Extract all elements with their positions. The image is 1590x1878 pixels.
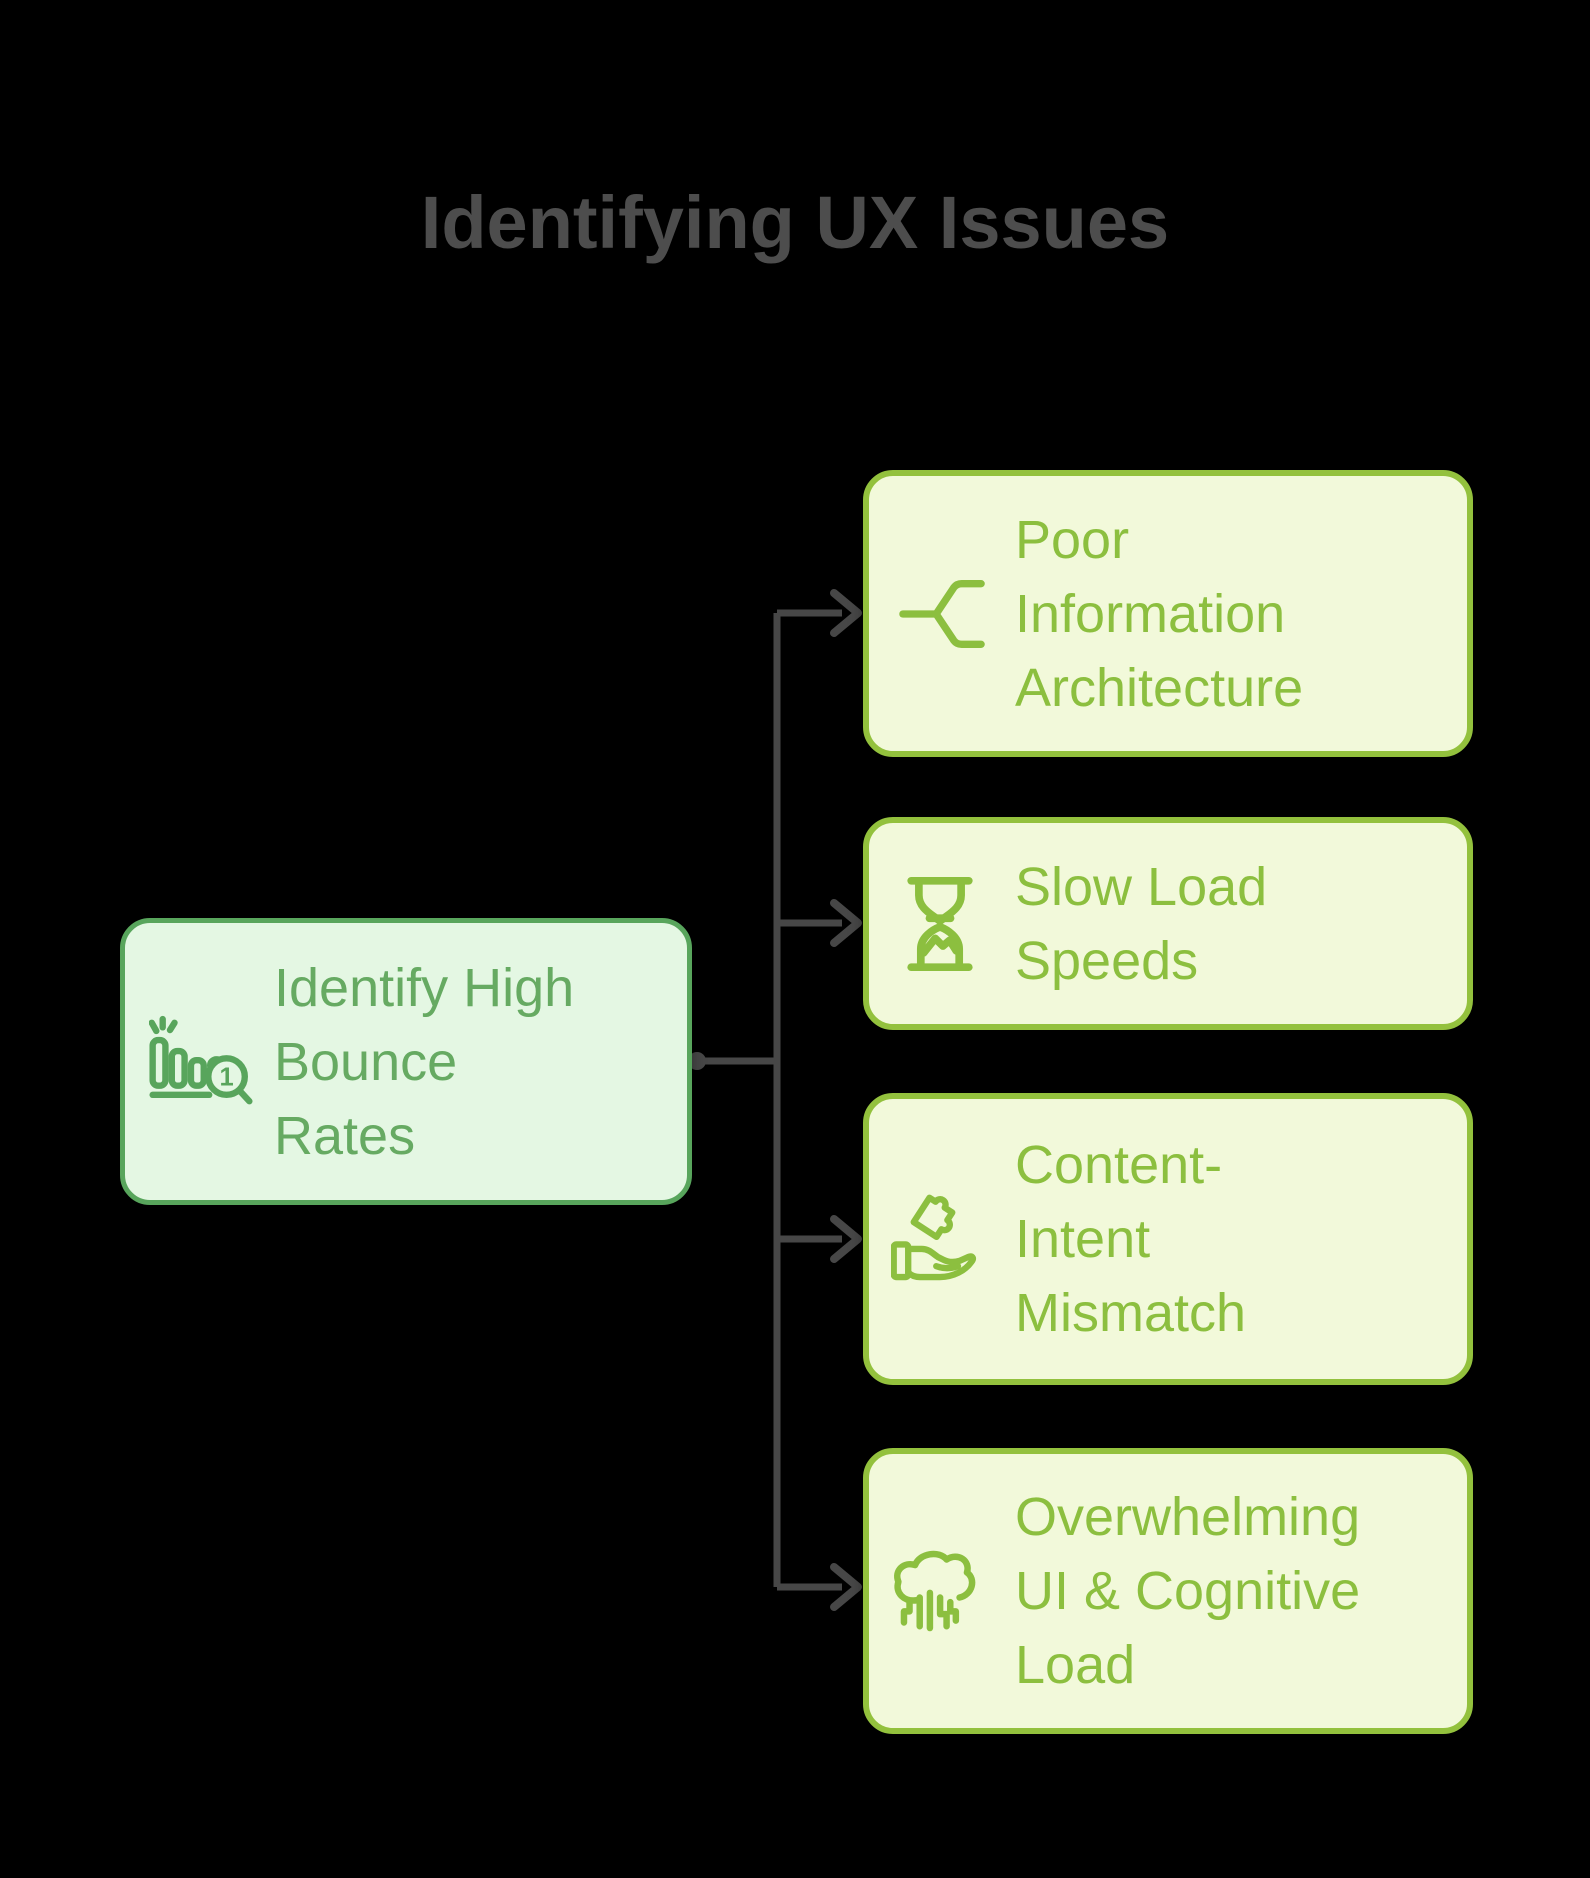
bounce-rate-analysis-icon: 1 — [149, 1015, 253, 1104]
arrowhead-icon — [830, 1563, 862, 1611]
issue-node-content-intent-mismatch: Content- Intent Mismatch — [863, 1093, 1473, 1385]
connector-trunk — [695, 609, 842, 1591]
issue-node-slow-load-speeds: Slow Load Speeds — [863, 817, 1473, 1030]
magnifier-digit: 1 — [219, 1063, 233, 1091]
issue-node-label: Content- Intent Mismatch — [1015, 1135, 1247, 1343]
arrowhead-icon — [830, 589, 862, 637]
issue-node-poor-information-architecture: Poor Information Architecture — [863, 470, 1473, 757]
root-node-identify-high-bounce-rates: 1 Identify High Bounce Rates — [120, 918, 692, 1205]
issue-node-label: Slow Load Speeds — [1015, 856, 1268, 991]
issue-node-label: Poor Information Architecture — [1015, 509, 1304, 718]
hourglass-icon — [907, 876, 973, 971]
arrowhead-icon — [830, 899, 862, 947]
diagram-title: Identifying UX Issues — [420, 181, 1170, 264]
root-node-label: Identify High Bounce Rates — [274, 957, 575, 1166]
cloud-circuit-icon — [894, 1550, 976, 1632]
branch-split-icon — [899, 579, 985, 648]
issue-node-label: Overwhelming UI & Cognitive Load — [1015, 1487, 1361, 1695]
issue-node-overwhelming-ui-cognitive-load: Overwhelming UI & Cognitive Load — [863, 1448, 1473, 1734]
arrowhead-icon — [830, 1215, 862, 1263]
hand-holding-puzzle-icon — [891, 1194, 976, 1281]
